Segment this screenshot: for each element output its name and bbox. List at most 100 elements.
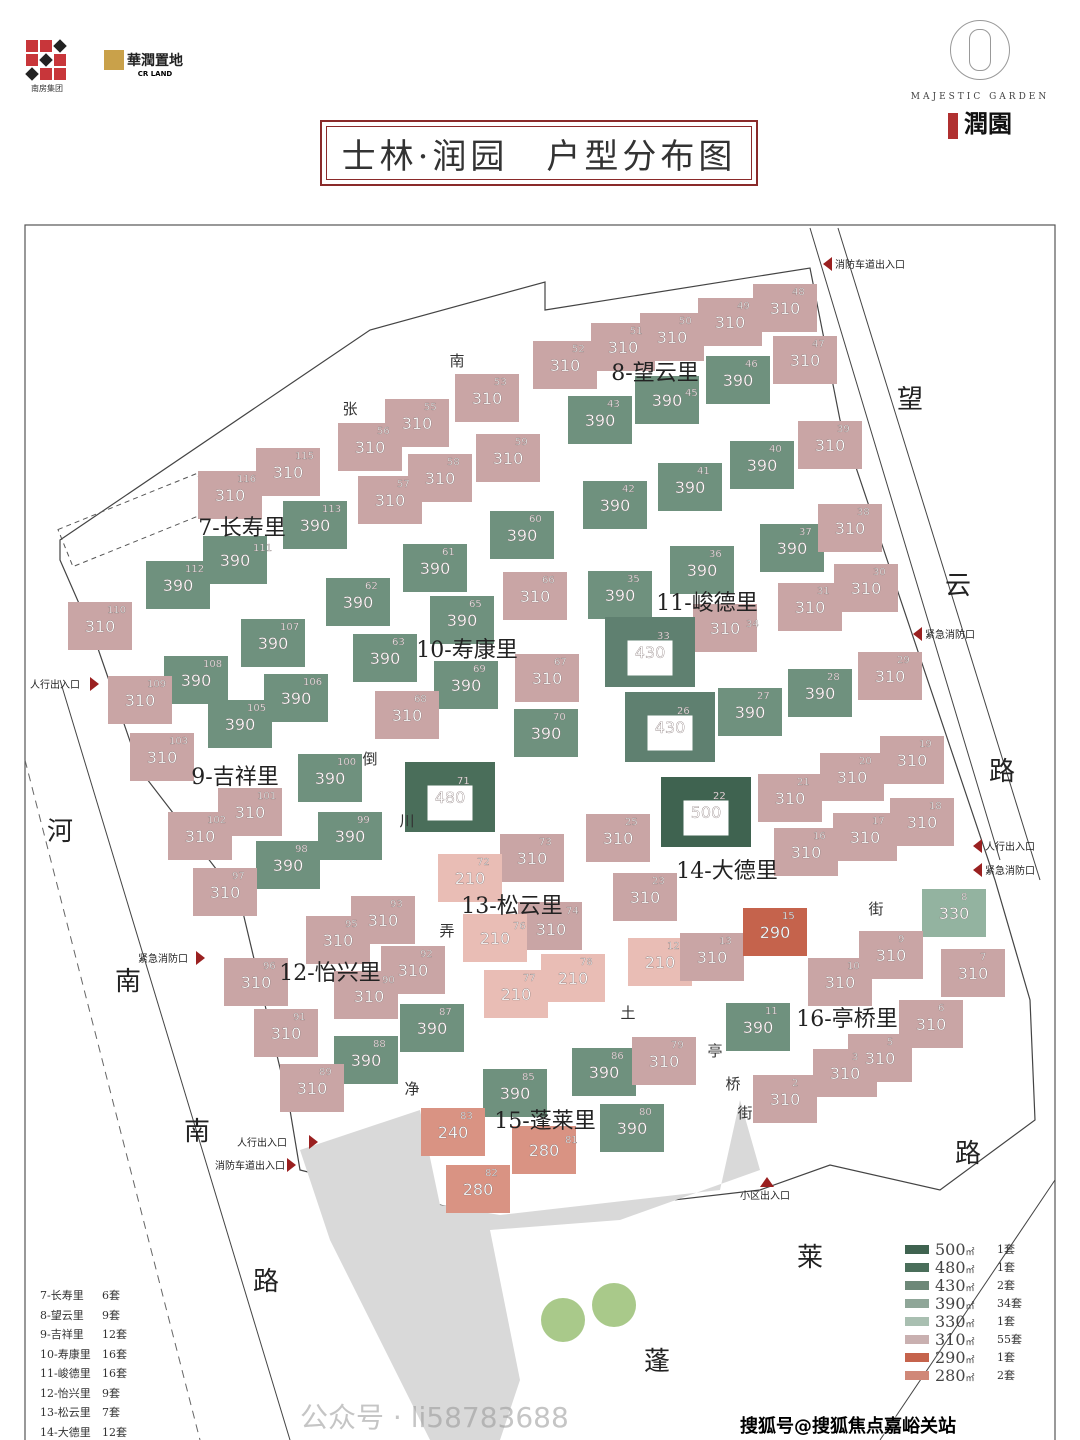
unit-block[interactable] — [640, 313, 704, 361]
unit-block[interactable] — [476, 434, 540, 482]
unit-block[interactable] — [438, 854, 502, 902]
unit-block[interactable] — [778, 583, 842, 631]
unit-block[interactable] — [808, 958, 872, 1006]
unit-block[interactable] — [726, 1003, 790, 1051]
unit-block[interactable] — [890, 798, 954, 846]
unit-block[interactable] — [658, 463, 722, 511]
unit-block[interactable] — [256, 841, 320, 889]
unit-block[interactable] — [698, 298, 762, 346]
unit-block[interactable] — [484, 970, 548, 1018]
entrance-arrow-icon — [196, 951, 205, 965]
unit-block[interactable] — [541, 954, 605, 1002]
unit-block[interactable] — [718, 688, 782, 736]
unit-block[interactable] — [306, 916, 370, 964]
unit-block[interactable] — [670, 546, 734, 594]
unit-block[interactable] — [941, 949, 1005, 997]
unit-block[interactable] — [358, 476, 422, 524]
unit-block[interactable] — [446, 1165, 510, 1213]
unit-block[interactable] — [483, 1069, 547, 1117]
unit-block[interactable] — [588, 571, 652, 619]
unit-block[interactable] — [283, 501, 347, 549]
unit-block[interactable] — [254, 1009, 318, 1057]
unit-block[interactable] — [403, 544, 467, 592]
unit-block[interactable] — [514, 709, 578, 757]
unit-block[interactable] — [632, 1037, 696, 1085]
unit-block[interactable] — [833, 813, 897, 861]
unit-block[interactable] — [338, 423, 402, 471]
unit-block[interactable] — [773, 336, 837, 384]
unit-block[interactable] — [512, 1126, 576, 1174]
unit-block[interactable] — [430, 596, 494, 644]
unit-block[interactable] — [434, 661, 498, 709]
unit-block[interactable] — [600, 1104, 664, 1152]
unit-block[interactable] — [264, 674, 328, 722]
unit-block[interactable] — [880, 736, 944, 784]
unit-block[interactable] — [208, 700, 272, 748]
unit-block[interactable] — [820, 753, 884, 801]
unit-block[interactable] — [730, 441, 794, 489]
unit-block[interactable] — [758, 774, 822, 822]
unit-block[interactable] — [68, 602, 132, 650]
unit-block[interactable] — [193, 868, 257, 916]
unit-block[interactable] — [353, 634, 417, 682]
unit-block[interactable] — [515, 654, 579, 702]
unit-block[interactable] — [858, 652, 922, 700]
unit-number: 48 — [792, 287, 805, 298]
unit-block[interactable] — [834, 564, 898, 612]
unit-block[interactable] — [788, 669, 852, 717]
unit-block[interactable] — [130, 733, 194, 781]
unit-block[interactable] — [503, 572, 567, 620]
unit-block[interactable] — [743, 908, 807, 956]
unit-block[interactable] — [706, 356, 770, 404]
unit-block[interactable] — [375, 691, 439, 739]
unit-block[interactable] — [224, 958, 288, 1006]
unit-block[interactable] — [760, 524, 824, 572]
unit-block[interactable] — [334, 1036, 398, 1084]
unit-block[interactable] — [256, 448, 320, 496]
unit-block[interactable] — [421, 1108, 485, 1156]
unit-block[interactable] — [586, 814, 650, 862]
unit-block[interactable] — [203, 536, 267, 584]
unit-block[interactable] — [298, 754, 362, 802]
unit-block[interactable] — [400, 1004, 464, 1052]
unit-block[interactable] — [533, 341, 597, 389]
nanfang-group-logo: 南房集团 — [25, 39, 68, 94]
unit-block[interactable] — [455, 374, 519, 422]
unit-size-label: 310 — [472, 389, 503, 408]
unit-block[interactable] — [241, 619, 305, 667]
seal-icon — [948, 112, 958, 139]
unit-block[interactable] — [774, 828, 838, 876]
unit-block[interactable] — [280, 1064, 344, 1112]
unit-number: 95 — [345, 919, 358, 930]
unit-block[interactable] — [168, 812, 232, 860]
unit-block[interactable] — [680, 933, 744, 981]
unit-block[interactable] — [108, 676, 172, 724]
unit-block[interactable] — [753, 284, 817, 332]
unit-block[interactable] — [518, 902, 582, 950]
unit-block[interactable] — [318, 812, 382, 860]
unit-block[interactable] — [818, 504, 882, 552]
unit-block[interactable] — [381, 946, 445, 994]
unit-block[interactable] — [146, 561, 210, 609]
entrance-marker — [309, 1135, 318, 1149]
unit-block[interactable] — [572, 1048, 636, 1096]
unit-block[interactable] — [500, 834, 564, 882]
unit-block[interactable] — [613, 873, 677, 921]
unit-block[interactable] — [463, 914, 527, 962]
unit-block[interactable] — [798, 421, 862, 469]
unit-block[interactable] — [753, 1075, 817, 1123]
unit-block[interactable] — [813, 1049, 877, 1097]
unit-block[interactable] — [164, 656, 228, 704]
unit-block[interactable] — [326, 578, 390, 626]
unit-number: 37 — [799, 527, 812, 538]
unit-block[interactable] — [490, 511, 554, 559]
unit-block[interactable] — [635, 376, 699, 424]
legend-swatch — [905, 1370, 929, 1380]
unit-block[interactable] — [922, 889, 986, 937]
unit-block[interactable] — [198, 471, 262, 519]
unit-block[interactable] — [568, 396, 632, 444]
unit-block[interactable] — [583, 481, 647, 529]
unit-block[interactable] — [693, 604, 757, 652]
